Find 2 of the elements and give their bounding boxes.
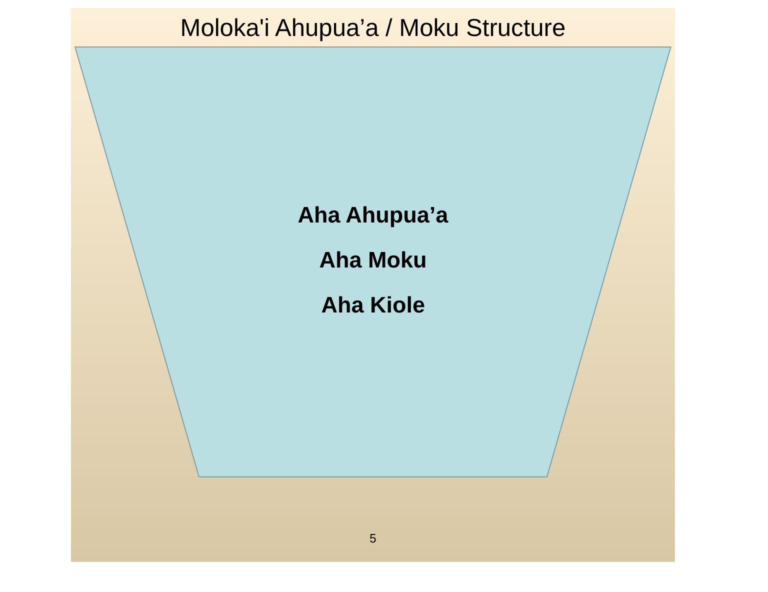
diagram-title: Moloka'i Ahupua’a / Moku Structure bbox=[180, 14, 566, 42]
label: 5 bbox=[370, 531, 376, 546]
